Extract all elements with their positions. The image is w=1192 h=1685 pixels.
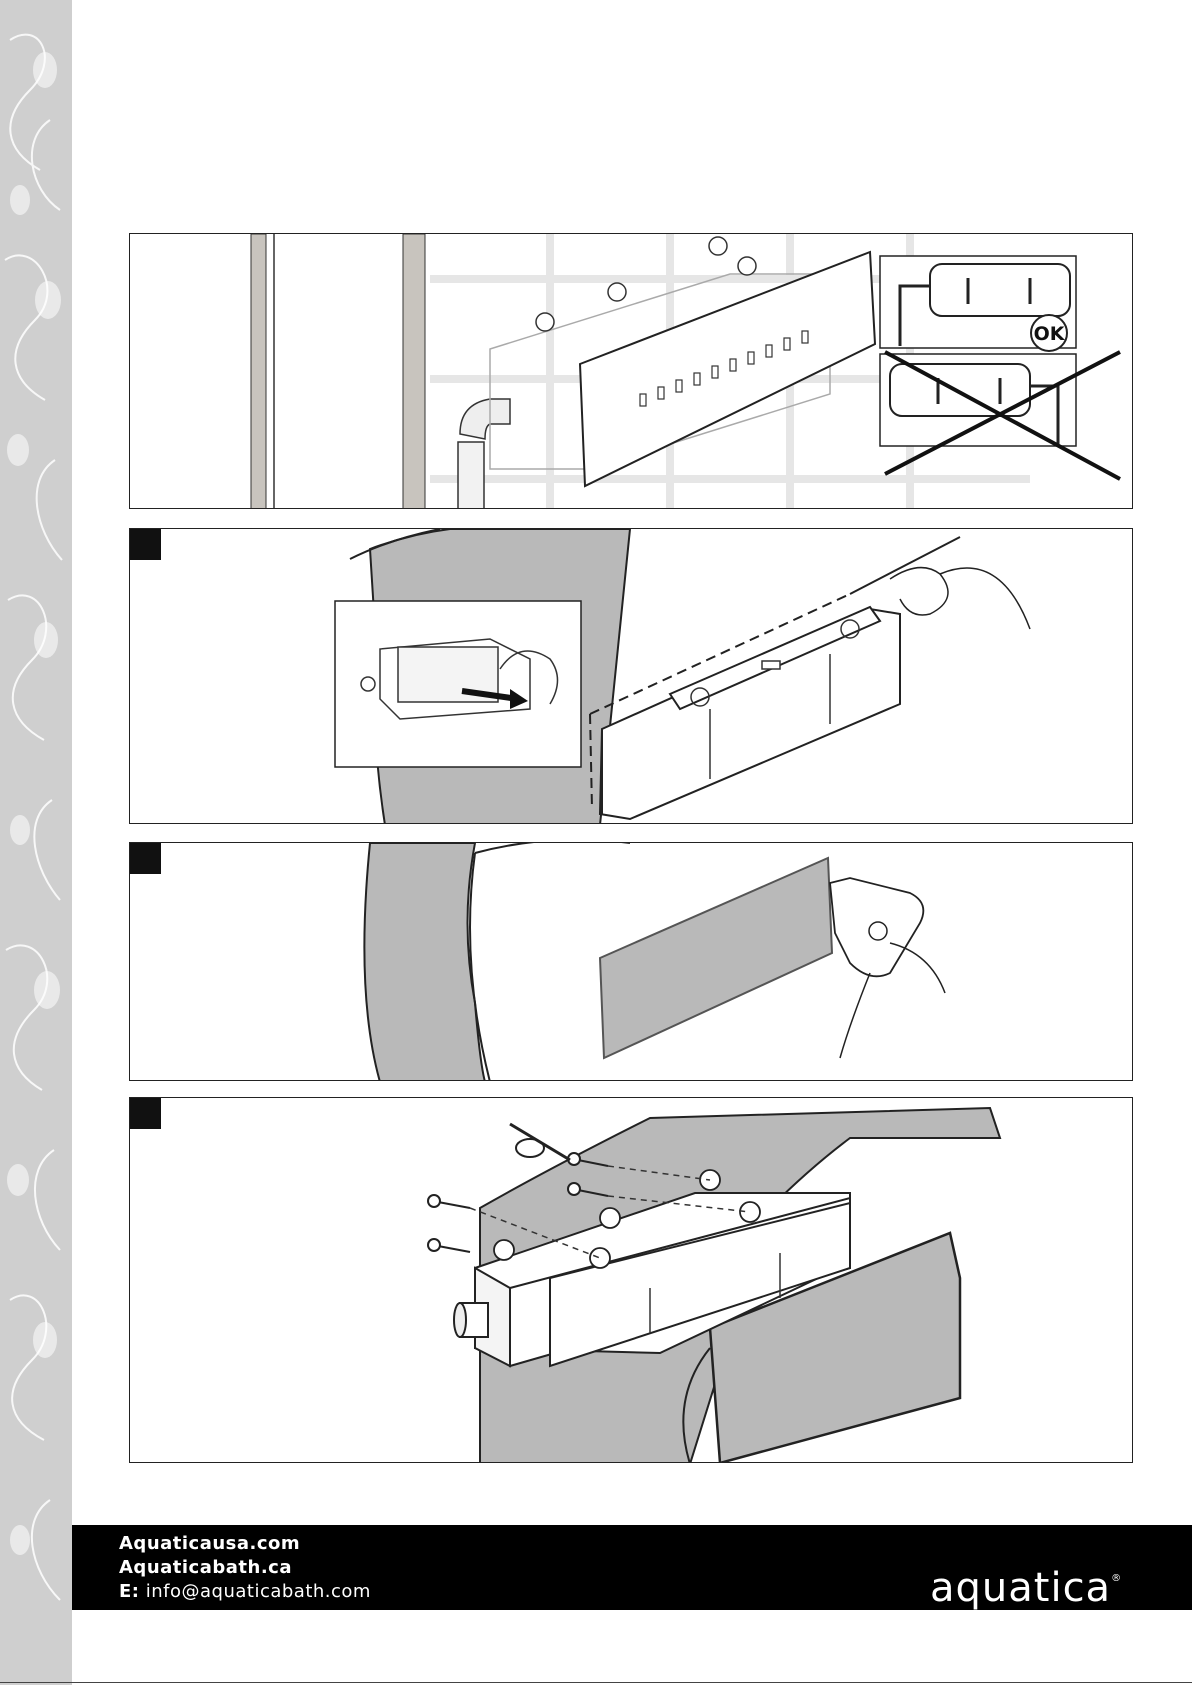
figure-installation-overview: OK [129, 233, 1133, 509]
figure-step-mount-box [129, 1097, 1133, 1463]
ok-label: OK [1034, 323, 1066, 345]
figure-step-mark-position [129, 528, 1133, 824]
brand-underline [936, 1614, 1112, 1615]
mark-position-illustration [130, 529, 1133, 824]
page-bottom-rule [0, 1682, 1192, 1683]
floral-pattern [0, 0, 72, 1685]
registered-mark: ® [1111, 1573, 1122, 1584]
email-link[interactable]: info@aquaticabath.com [146, 1581, 371, 1602]
footer-contact: Aquaticausa.com Aquaticabath.ca E: info@… [119, 1532, 371, 1604]
mount-box-illustration [130, 1098, 1133, 1463]
brand-logo: aquatica® [930, 1565, 1122, 1611]
decorative-floral-sidebar [0, 0, 72, 1685]
email-prefix: E: [119, 1581, 140, 1602]
overview-illustration: OK [130, 234, 1133, 509]
brand-name: aquatica [930, 1565, 1111, 1611]
figure-step-cut-opening [129, 842, 1133, 1081]
website-us-link[interactable]: Aquaticausa.com [119, 1533, 300, 1554]
cut-opening-illustration [130, 843, 1133, 1081]
website-ca-link[interactable]: Aquaticabath.ca [119, 1557, 292, 1578]
